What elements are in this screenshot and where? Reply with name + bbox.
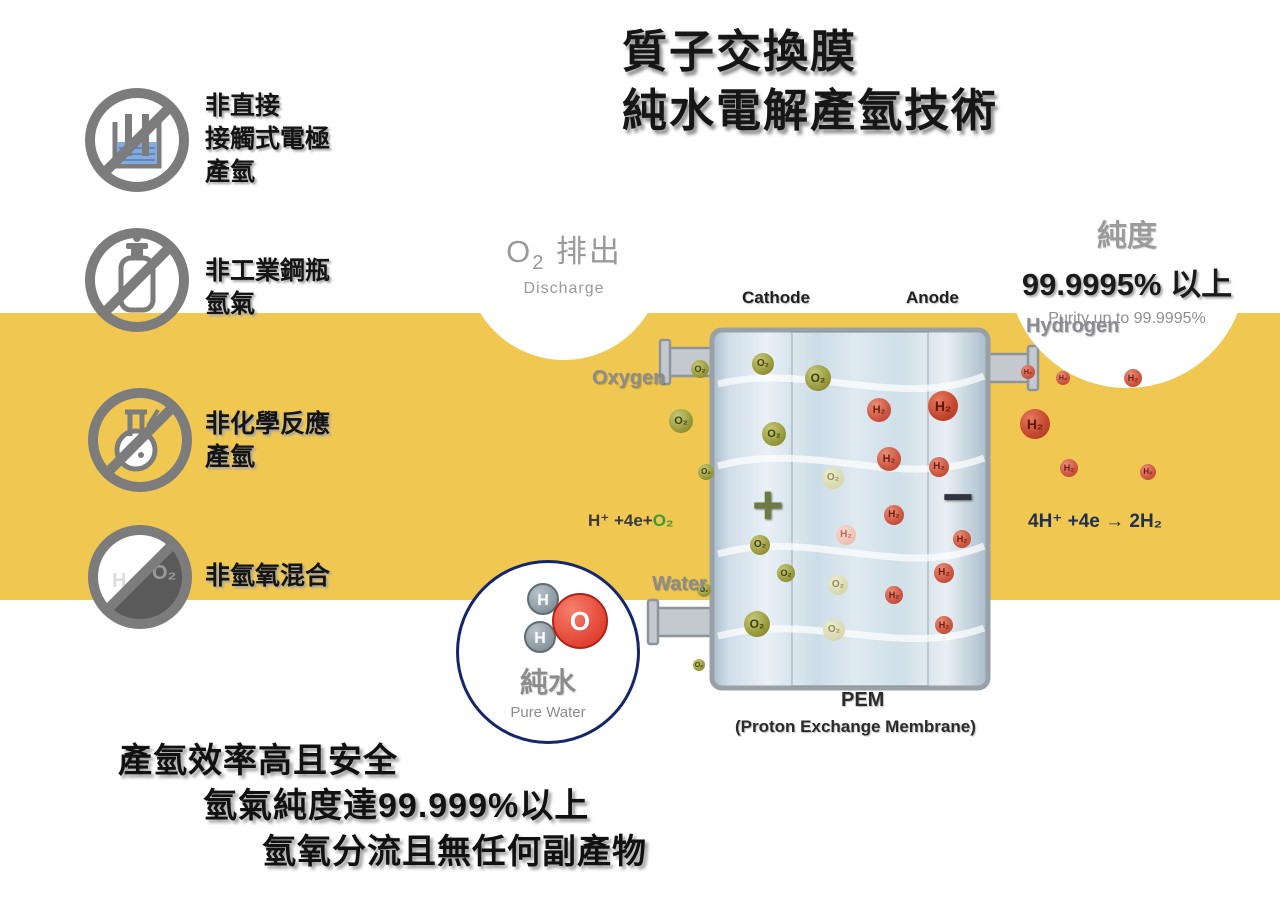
summary-line-2: 氫氣純度達99.999%以上 — [203, 787, 590, 825]
h-atom-label-1: H — [537, 592, 549, 609]
title-line-2: 純水電解產氫技術 — [622, 85, 999, 137]
plus-electrode-symbol: + — [752, 475, 784, 535]
purity-value: 99.9995% 以上 — [1021, 266, 1233, 302]
oxygen-half-reaction-main: H⁺ +4e+ — [588, 511, 653, 530]
purity-circle: 純度 99.9995% 以上 Purity up to 99.9995% — [1008, 150, 1246, 388]
electrolysis-cell-graphic — [646, 327, 1040, 691]
o2-symbol: O — [506, 234, 533, 270]
no-direct-electrode-icon — [79, 82, 195, 198]
hydrogen-half-reaction: 4H⁺ +4e → 2H₂ — [1028, 511, 1163, 532]
o2-discharge-circle: O2 排出 Discharge — [466, 164, 662, 360]
title-line-1: 質子交換膜 — [622, 26, 858, 77]
no-chemical-reaction-icon — [82, 382, 198, 498]
discharge-text-zh: 排出 — [555, 234, 622, 270]
o-atom-label: O — [570, 606, 590, 636]
pem-full-label: (Proton Exchange Membrane) — [735, 717, 976, 736]
summary-line-1: 產氫效率高且安全 — [118, 742, 398, 780]
pem-label: PEM — [841, 689, 885, 711]
prohibition-label-2: 非工業鋼瓶 氫氣 — [205, 257, 331, 318]
water-molecule-icon: H H O — [524, 583, 608, 653]
minus-electrode-symbol: − — [942, 467, 974, 527]
purity-title: 純度 — [1097, 219, 1157, 253]
prohibition-label-3: 非化學反應 產氫 — [205, 410, 331, 471]
h-atom-label-2: H — [534, 630, 546, 647]
no-h2-o2-mixing-icon: H₂ O₂ — [82, 519, 198, 635]
oxygen-label: Oxygen — [592, 367, 666, 389]
page-title: 質子交換膜 純水電解產氫技術 — [622, 22, 998, 141]
o2-discharge-label: O2 排出 — [506, 226, 622, 275]
no-gas-cylinder-icon — [79, 222, 195, 338]
cathode-label: Cathode — [742, 288, 810, 307]
icon-o2-label: O₂ — [152, 562, 176, 584]
o2-subscript: 2 — [532, 252, 546, 275]
pure-water-circle: H H O 純水 Pure Water — [456, 560, 640, 744]
discharge-text-en: Discharge — [523, 279, 605, 297]
pure-water-title: 純水 — [519, 667, 576, 698]
summary-line-3: 氫氧分流且無任何副產物 — [262, 833, 647, 871]
prohibition-label-1: 非直接 接觸式電極 產氫 — [205, 92, 331, 186]
anode-label: Anode — [906, 288, 959, 307]
oxygen-half-reaction-o2: O₂ — [652, 511, 674, 530]
hydrogen-label: Hydrogen — [1026, 315, 1120, 337]
prohibition-label-4: 非氫氧混合 — [205, 562, 331, 590]
pure-water-subtitle: Pure Water — [510, 704, 586, 721]
oxygen-half-reaction: H⁺ +4e+O₂ — [588, 511, 674, 531]
water-label: Water — [652, 573, 707, 595]
purity-subtitle: Purity up to 99.9995% — [1048, 309, 1206, 327]
